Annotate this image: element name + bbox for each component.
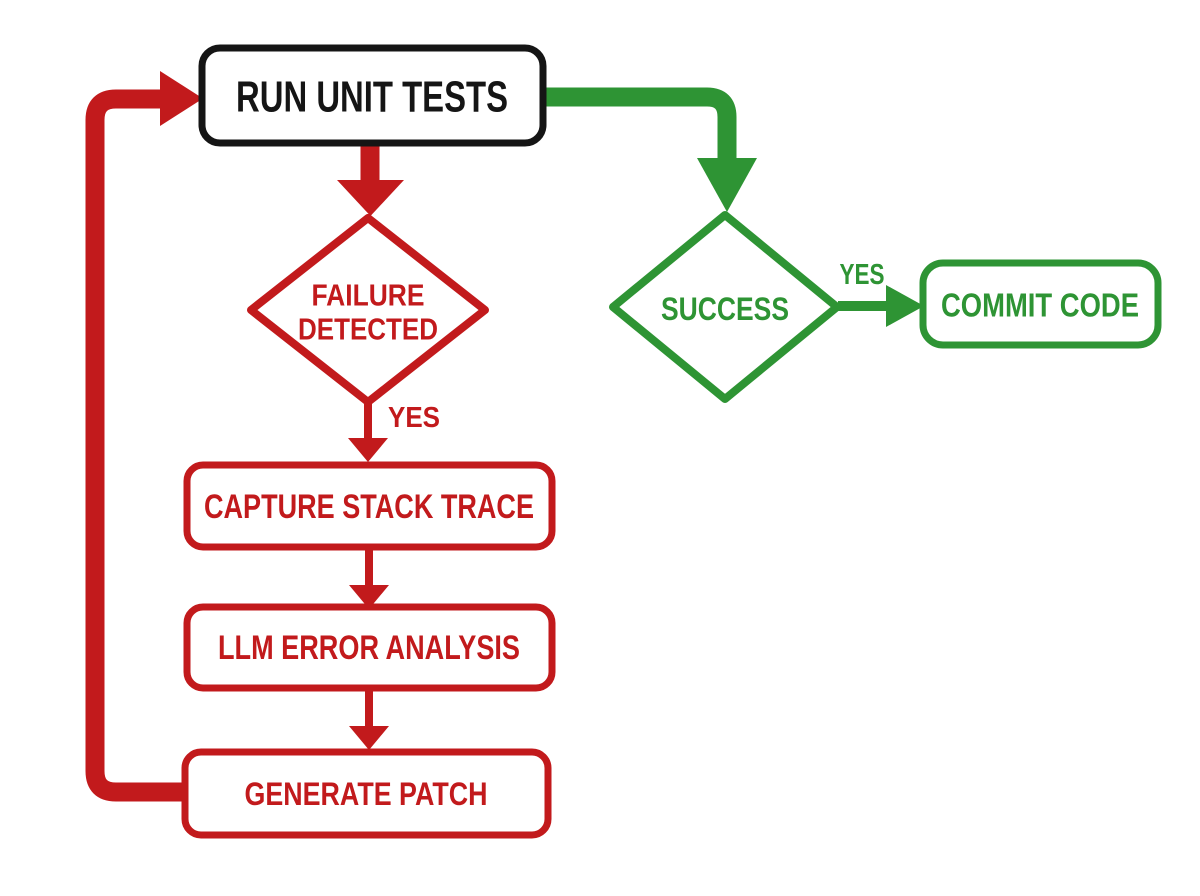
loopback-arrowhead-icon — [160, 71, 203, 126]
success-node: SUCCESS — [609, 211, 841, 403]
run-unit-tests-node: RUN UNIT TESTS — [198, 44, 547, 147]
llm-to-generate-connector — [349, 688, 389, 750]
tests-to-success-connector — [544, 87, 757, 212]
llm-to-generate-arrowhead-icon — [349, 726, 389, 750]
generate-patch-box — [181, 748, 552, 839]
failure-yes-arrowhead-icon — [348, 438, 388, 462]
commit-code-node: COMMIT CODE — [919, 259, 1162, 349]
generate-patch-label: GENERATE PATCH — [245, 776, 488, 812]
success-yes-arrowhead-icon — [886, 285, 924, 327]
failure-detected-node: FAILURE DETECTED — [247, 214, 489, 406]
capture-stack-trace-label: CAPTURE STACK TRACE — [204, 488, 534, 526]
failure-yes-label: YES — [388, 402, 440, 434]
run-unit-tests-label: RUN UNIT TESTS — [236, 73, 508, 122]
run-unit-tests-box — [198, 44, 547, 147]
llm-error-analysis-node: LLM ERROR ANALYSIS — [183, 603, 556, 692]
capture-to-llm-connector — [349, 547, 389, 609]
failure-detected-label-line2: DETECTED — [298, 312, 438, 347]
loopback-line — [85, 89, 186, 802]
capture-to-llm-arrowhead-icon — [349, 585, 389, 609]
generate-patch-node: GENERATE PATCH — [181, 748, 552, 839]
success-label: SUCCESS — [661, 291, 789, 327]
tests-to-failure-connector — [337, 144, 404, 216]
success-diamond — [609, 211, 841, 403]
tests-to-failure-arrowhead-icon — [337, 180, 404, 216]
success-yes-connector: YES — [838, 259, 924, 327]
commit-code-label: COMMIT CODE — [941, 287, 1139, 324]
tests-to-success-arrowhead-icon — [697, 158, 757, 212]
failure-detected-diamond — [247, 214, 489, 406]
tests-to-success-line — [544, 87, 737, 159]
failure-yes-connector: YES — [348, 402, 440, 462]
commit-code-box — [919, 259, 1162, 349]
failure-detected-label-line1: FAILURE — [312, 278, 425, 313]
loopback-connector — [85, 71, 203, 802]
capture-stack-trace-node: CAPTURE STACK TRACE — [183, 461, 556, 551]
success-yes-label: YES — [840, 259, 885, 291]
llm-error-analysis-label: LLM ERROR ANALYSIS — [218, 629, 520, 667]
